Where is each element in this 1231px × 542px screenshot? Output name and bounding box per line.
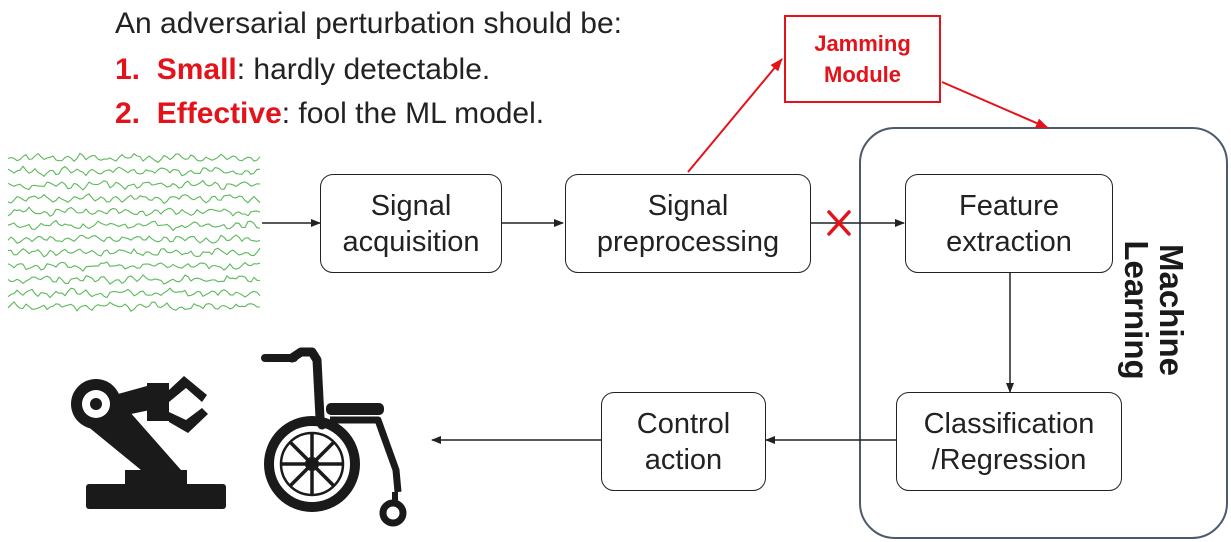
jamming-label-line2: Module xyxy=(824,62,901,87)
box-label-line1: Signal xyxy=(370,189,452,222)
box-label-line2: preprocessing xyxy=(596,225,780,258)
cross-mark-icon xyxy=(827,210,851,236)
requirement-text: : hardly detectable. xyxy=(236,53,491,86)
requirement-number: 2. xyxy=(115,97,141,130)
box-label-line1: Feature xyxy=(959,189,1059,222)
requirement-item-1: 1. Small: hardly detectable. xyxy=(115,53,490,87)
signal-preprocessing-box: Signal preprocessing xyxy=(565,174,811,273)
eeg-trace xyxy=(7,274,261,285)
eeg-trace xyxy=(7,152,261,164)
eeg-trace xyxy=(7,247,261,258)
requirement-item-2: 2. Effective: fool the ML model. xyxy=(115,97,544,131)
eeg-trace xyxy=(7,179,261,191)
jamming-label-line1: Jamming xyxy=(814,31,911,56)
eeg-trace xyxy=(7,287,261,299)
box-label-line1: Signal xyxy=(647,189,729,222)
box-label-line2: /Regression xyxy=(931,443,1087,476)
eeg-trace xyxy=(7,206,261,217)
eeg-signal-icon xyxy=(7,152,261,312)
arrow-jamming-to-ml xyxy=(941,81,1049,129)
control-action-box: Control action xyxy=(601,392,766,491)
requirement-text: : fool the ML model. xyxy=(281,97,545,130)
eeg-trace xyxy=(7,219,261,232)
requirement-number: 1. xyxy=(115,53,141,86)
requirement-keyword: Effective xyxy=(156,97,282,130)
feature-extraction-box: Feature extraction xyxy=(905,174,1113,273)
box-label-line2: action xyxy=(644,443,723,476)
box-label-line2: acquisition xyxy=(342,225,480,258)
eeg-trace xyxy=(7,165,260,178)
eeg-trace xyxy=(7,193,261,205)
box-label-line2: extraction xyxy=(946,225,1072,258)
eeg-trace xyxy=(7,261,261,272)
classification-regression-box: Classification /Regression xyxy=(896,392,1122,491)
arrow-preprocessing-to-jamming xyxy=(687,58,783,173)
eeg-trace xyxy=(7,234,261,244)
jamming-module-box: Jamming Module xyxy=(784,15,941,103)
eeg-trace xyxy=(7,301,261,312)
robot-arm-icon xyxy=(71,376,226,509)
wheelchair-icon xyxy=(261,347,407,527)
box-label-line1: Control xyxy=(636,407,731,440)
header-intro: An adversarial perturbation should be: xyxy=(115,7,622,40)
signal-acquisition-box: Signal acquisition xyxy=(320,174,502,273)
box-label-line1: Classification xyxy=(923,407,1095,440)
requirement-keyword: Small xyxy=(156,53,237,86)
